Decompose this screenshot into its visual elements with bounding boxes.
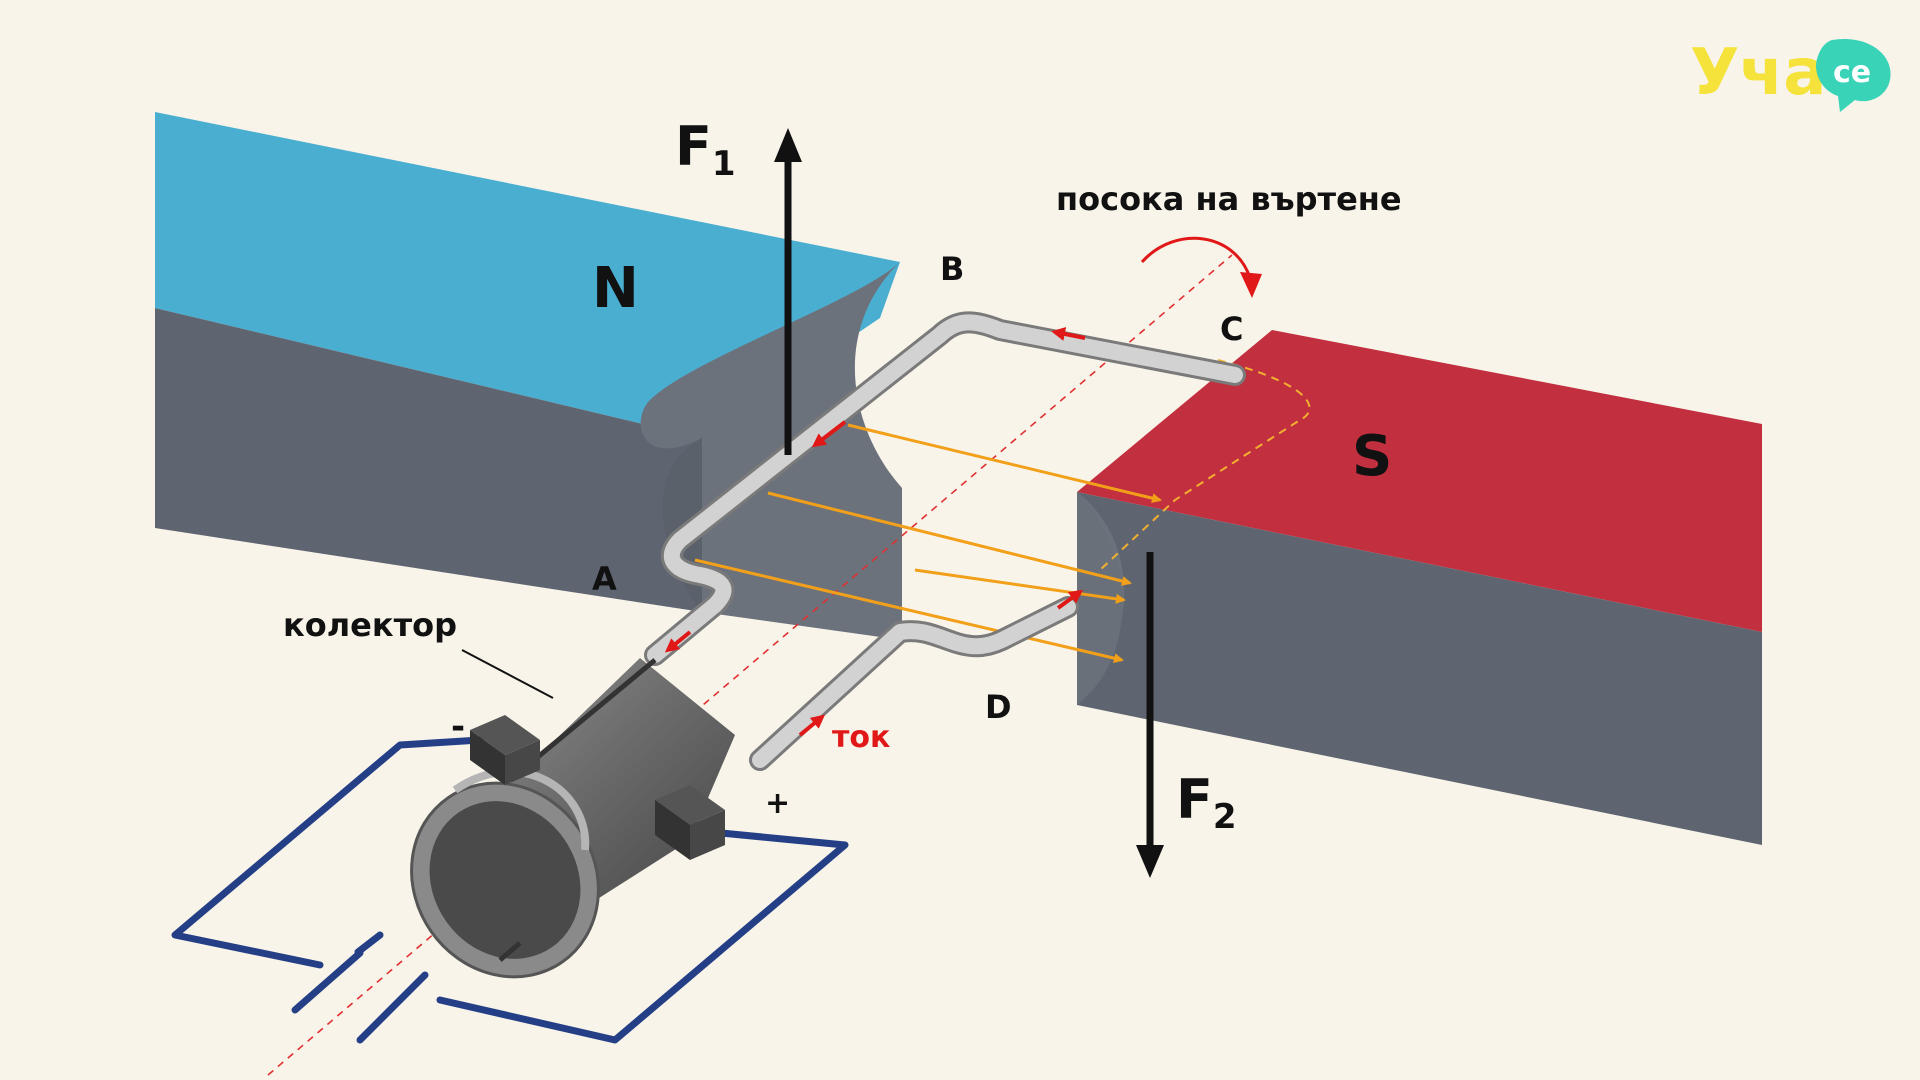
north-magnet-top <box>155 112 900 438</box>
current-arrow <box>811 420 847 448</box>
coil <box>644 311 1246 771</box>
field-line <box>694 558 1124 664</box>
battery-plate-long <box>291 949 364 1014</box>
rotation-direction-label: посока на въртене <box>1056 180 1402 218</box>
commutator <box>410 658 735 979</box>
brand-logo-badge-shape <box>1816 38 1891 112</box>
south-magnet-side <box>1077 492 1762 845</box>
battery-plate-short <box>356 971 429 1044</box>
force-f2-letter: F <box>1176 768 1213 831</box>
force-f2-arrow <box>1136 552 1164 878</box>
point-label-c: C <box>1220 310 1243 348</box>
force-f1-arrow <box>774 128 802 455</box>
current-arrow <box>664 630 692 653</box>
north-pole-face <box>640 262 902 640</box>
current-arrows <box>664 327 1086 737</box>
external-circuit <box>171 736 849 1044</box>
south-magnet-top <box>1077 330 1762 632</box>
brush-plus-label: + <box>765 786 790 821</box>
current-label: ток <box>832 720 890 755</box>
force-f2-subscript: 2 <box>1213 797 1237 837</box>
field-line <box>914 568 1126 604</box>
field-line <box>847 423 1162 503</box>
current-arrow <box>798 714 826 737</box>
brush-minus-label: - <box>451 707 465 747</box>
force-f2-label: F2 <box>1176 768 1237 837</box>
point-label-d: D <box>985 688 1012 726</box>
current-arrow <box>1051 327 1086 341</box>
point-label-a: A <box>592 560 617 598</box>
coil-hidden-segment <box>1099 359 1311 571</box>
rotation-direction-arrow <box>1140 236 1252 279</box>
north-magnet <box>155 112 902 640</box>
brand-logo-badge: се <box>1833 55 1871 90</box>
point-label-b: B <box>940 250 964 288</box>
field-lines <box>694 423 1162 664</box>
brand-logo[interactable]: Уча се <box>1690 36 1891 112</box>
south-pole-label: S <box>1352 424 1392 489</box>
brush-minus <box>470 715 540 755</box>
force-f1-label: F1 <box>675 115 736 184</box>
current-arrow <box>1056 589 1084 610</box>
north-pole-label: N <box>592 256 639 321</box>
brand-logo-text: Уча <box>1690 36 1826 110</box>
commutator-label: колектор <box>283 606 457 644</box>
force-f1-subscript: 1 <box>712 144 736 184</box>
force-f1-letter: F <box>675 115 712 178</box>
field-line <box>767 491 1132 586</box>
commutator-pointer <box>461 649 554 699</box>
north-magnet-side <box>155 308 702 612</box>
brush-plus <box>655 785 725 825</box>
rotation-axis <box>267 254 1233 1076</box>
